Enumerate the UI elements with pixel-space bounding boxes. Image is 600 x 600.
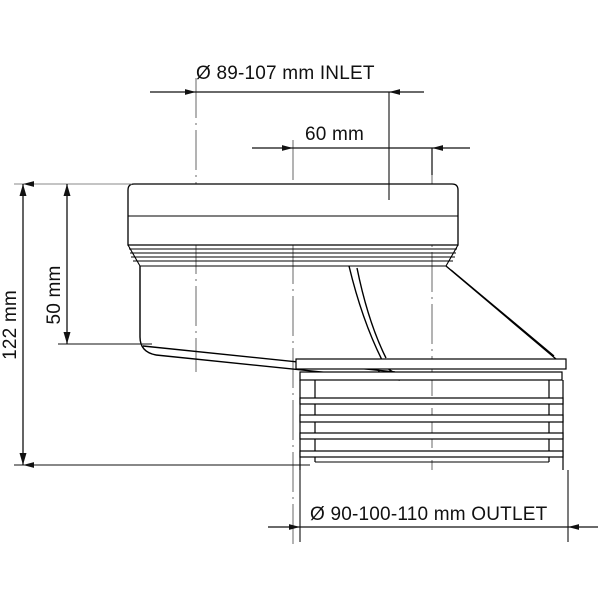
outlet-flange-upper	[295, 358, 567, 370]
body-left-wall	[139, 266, 157, 356]
dim-arrowheads-inlet-height	[63, 184, 71, 344]
outlet-rib-3	[299, 432, 564, 440]
body-right-shoulder-inner	[450, 269, 555, 357]
inlet-seal-ribs	[127, 244, 459, 267]
product-inlet-collar	[127, 183, 459, 246]
seal-rib-taper-right	[445, 244, 459, 267]
dimension-inlet-label: Ø 89-107 mm INLET	[196, 63, 375, 84]
outlet-flange-plate	[295, 358, 567, 381]
inlet-collar-outline	[127, 183, 459, 246]
outlet-ribbed-spigot	[299, 379, 564, 470]
dim-arrow-overall-bottom	[19, 453, 27, 465]
dimension-overall-height-label: 122 mm	[0, 290, 21, 360]
dimension-outlet-label: Ø 90-100-110 mm OUTLET	[310, 504, 548, 525]
dim-arrowheads-overall	[19, 184, 27, 465]
outlet-flange-lower	[299, 371, 563, 381]
body-internal-baffle-outer	[348, 265, 400, 375]
dimension-offset-label: 60 mm	[305, 124, 364, 145]
dim-arrow-inlet-height-top	[63, 184, 71, 196]
seal-rib-taper-left	[127, 244, 141, 267]
extension-lines	[14, 92, 569, 542]
dim-arrow-overall-top	[19, 184, 27, 196]
outlet-rib-4	[299, 450, 564, 458]
outlet-rib-2	[299, 414, 564, 423]
dim-arrow-inlet-height-bottom	[63, 332, 71, 344]
dimension-inlet-height-label: 50 mm	[44, 265, 65, 324]
body-internal-baffle-inner	[356, 267, 387, 359]
outlet-rib-1	[299, 397, 564, 405]
